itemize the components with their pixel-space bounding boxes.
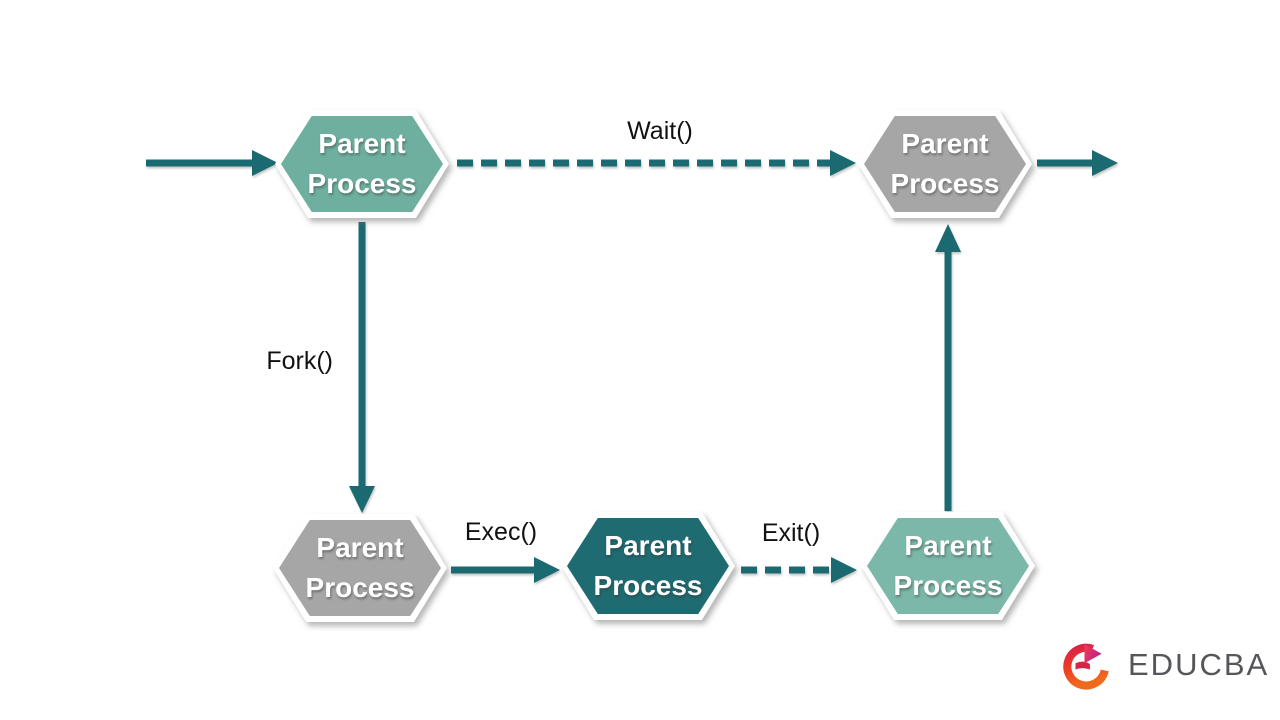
node-label: Parent Process (593, 530, 703, 601)
hexagon-fill (279, 520, 441, 616)
edge-label-fork: Fork() (266, 347, 333, 375)
out-arrow (1037, 150, 1118, 176)
edge-label-wait: Wait() (627, 117, 693, 145)
node-parent-process-bottom-middle: Parent Process (561, 512, 735, 620)
node-parent-process-bottom-right: Parent Process (861, 512, 1035, 620)
node-parent-process-top-right: Parent Process (858, 110, 1032, 218)
hexagon-fill (864, 116, 1026, 212)
hexagon-fill (867, 518, 1029, 614)
hexagon-fill (567, 518, 729, 614)
entry-arrow (146, 150, 278, 176)
edge-label-exit: Exit() (761, 519, 821, 547)
return-arrow (935, 224, 961, 511)
node-label: Parent Process (893, 530, 1003, 601)
educba-logo-text: EDUCBA (1128, 647, 1270, 682)
fork-arrow (349, 222, 375, 513)
node-label: Parent Process (307, 128, 417, 199)
node-parent-process-top-left: Parent Process (275, 110, 449, 218)
node-parent-process-bottom-left: Parent Process (273, 514, 447, 622)
educba-logo-icon (1063, 643, 1109, 690)
node-label: Parent Process (305, 532, 415, 603)
edge-label-exec: Exec() (464, 518, 538, 546)
exit-arrow (741, 557, 857, 583)
wait-arrow (457, 150, 856, 176)
hexagon-fill (281, 116, 443, 212)
node-label: Parent Process (890, 128, 1000, 199)
exec-arrow (451, 557, 560, 583)
educba-logo: EDUCBA (1062, 637, 1269, 693)
